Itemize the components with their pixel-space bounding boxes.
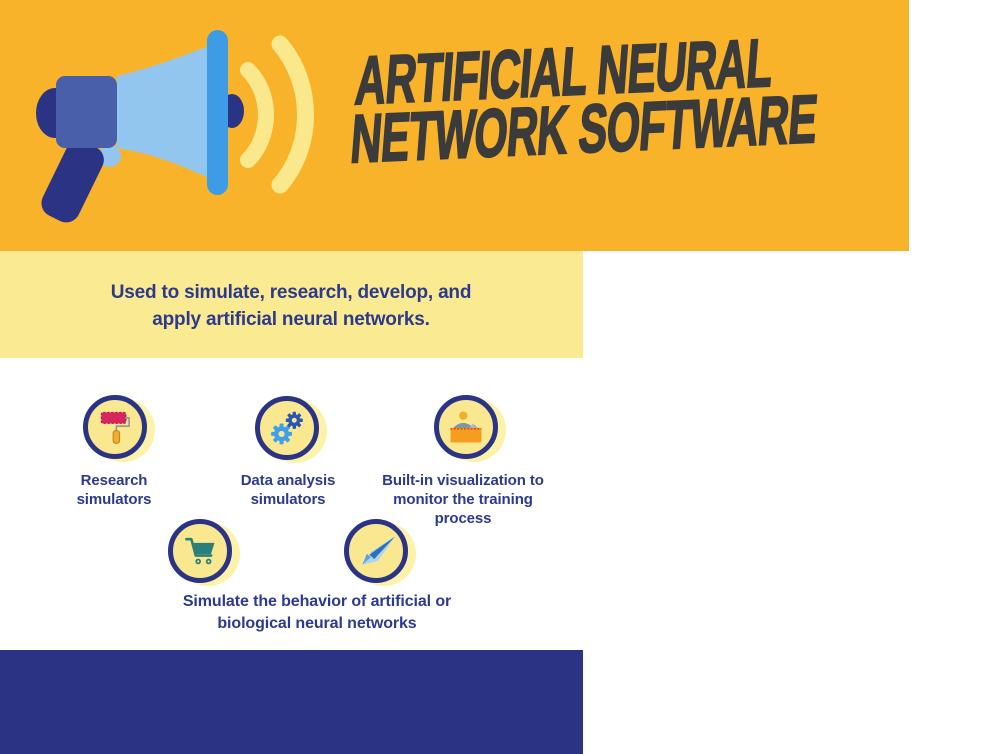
megaphone-icon xyxy=(36,30,314,223)
subtitle-band: Used to simulate, research, develop, and… xyxy=(0,251,583,358)
circle-ring xyxy=(344,519,408,583)
page-title-line2: NETWORK SOFTWARE xyxy=(347,80,820,178)
feature-circle-cart xyxy=(168,519,240,586)
page-title: ARTIFICIAL NEURAL NETWORK SOFTWARE xyxy=(347,24,824,178)
sandbox-icon xyxy=(450,411,482,443)
circle-ring xyxy=(434,395,498,459)
paint-roller-icon xyxy=(100,411,130,444)
feature-label-simulate: Simulate the behavior of artificial or b… xyxy=(182,593,452,632)
feature-label-visualization: Built-in visualization to monitor the tr… xyxy=(382,472,544,527)
shopping-cart-icon xyxy=(185,537,215,565)
footer-band xyxy=(0,650,583,754)
circle-ring xyxy=(168,519,232,583)
circle-ring xyxy=(255,396,319,460)
subtitle-text: Used to simulate, research, develop, and… xyxy=(110,282,472,330)
feature-circle-data-analysis xyxy=(255,396,327,463)
circle-ring xyxy=(83,395,147,459)
feature-circle-visualization xyxy=(434,395,506,462)
paper-plane-icon xyxy=(362,536,396,565)
feature-circle-research xyxy=(83,395,155,462)
gears-icon xyxy=(271,411,303,445)
header-banner: ARTIFICIAL NEURAL NETWORK SOFTWARE xyxy=(0,0,909,251)
feature-label-data-analysis: Data analysis simulators xyxy=(240,472,336,508)
feature-circle-plane xyxy=(344,519,416,586)
feature-label-research: Research simulators xyxy=(76,472,152,508)
